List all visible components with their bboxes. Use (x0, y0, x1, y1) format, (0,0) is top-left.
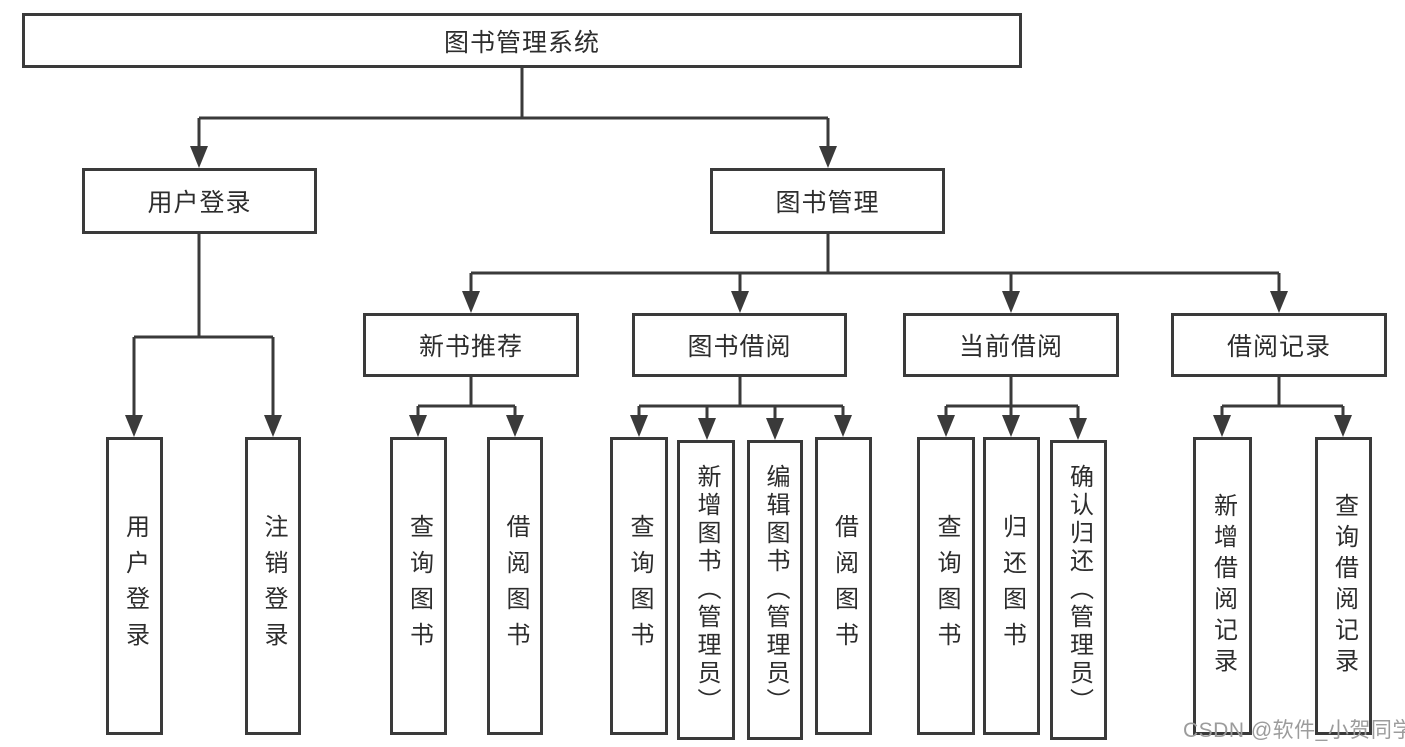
leaf-cb-confirm-return-admin-label: 确认归还（管理员） (1065, 464, 1093, 716)
leaf-nb-borrow-books: 借阅图书 (487, 437, 543, 735)
node-current-borrow: 当前借阅 (903, 313, 1119, 377)
leaf-cb-query-books: 查询图书 (917, 437, 975, 735)
leaf-user-login: 用户登录 (106, 437, 163, 735)
leaf-bb-edit-books-admin: 编辑图书（管理员） (747, 440, 803, 740)
leaf-cb-return-books: 归还图书 (983, 437, 1040, 735)
leaf-logout: 注销登录 (245, 437, 301, 735)
node-book-borrow: 图书借阅 (632, 313, 847, 377)
leaf-nb-query-books-label: 查询图书 (405, 514, 433, 658)
node-book-management: 图书管理 (710, 168, 945, 234)
node-book-borrow-label: 图书借阅 (687, 333, 792, 361)
leaf-bb-edit-books-admin-label: 编辑图书（管理员） (762, 464, 789, 716)
node-borrow-records: 借阅记录 (1171, 313, 1387, 377)
node-user-login: 用户登录 (82, 168, 317, 234)
leaf-user-login-label: 用户登录 (121, 514, 149, 658)
node-new-book-recommend: 新书推荐 (363, 313, 579, 377)
leaf-bb-borrow-books: 借阅图书 (815, 437, 872, 735)
node-root-label: 图书管理系统 (443, 28, 600, 57)
leaf-br-query-record: 查询借阅记录 (1315, 437, 1372, 735)
node-root: 图书管理系统 (22, 13, 1022, 68)
leaf-br-add-record-label: 新增借阅记录 (1209, 493, 1237, 679)
leaf-br-add-record: 新增借阅记录 (1193, 437, 1252, 735)
csdn-watermark: CSDN @软件_小贺同学 (1183, 719, 1405, 742)
leaf-nb-borrow-books-label: 借阅图书 (502, 514, 529, 658)
leaf-cb-query-books-label: 查询图书 (933, 514, 960, 658)
node-new-book-recommend-label: 新书推荐 (418, 333, 523, 361)
leaf-bb-add-books-admin-label: 新增图书（管理员） (693, 464, 720, 716)
leaf-bb-add-books-admin: 新增图书（管理员） (677, 440, 735, 740)
leaf-br-query-record-label: 查询借阅记录 (1330, 493, 1358, 679)
leaf-logout-label: 注销登录 (260, 514, 287, 658)
leaf-cb-confirm-return-admin: 确认归还（管理员） (1050, 440, 1107, 740)
leaf-bb-query-books-label: 查询图书 (626, 514, 653, 658)
leaf-bb-borrow-books-label: 借阅图书 (830, 514, 858, 658)
node-user-login-label: 用户登录 (147, 189, 252, 217)
node-book-management-label: 图书管理 (775, 189, 880, 217)
node-current-borrow-label: 当前借阅 (958, 333, 1063, 361)
leaf-cb-return-books-label: 归还图书 (998, 514, 1026, 658)
leaf-bb-query-books: 查询图书 (610, 437, 668, 735)
node-borrow-records-label: 借阅记录 (1226, 333, 1331, 361)
leaf-nb-query-books: 查询图书 (390, 437, 447, 735)
